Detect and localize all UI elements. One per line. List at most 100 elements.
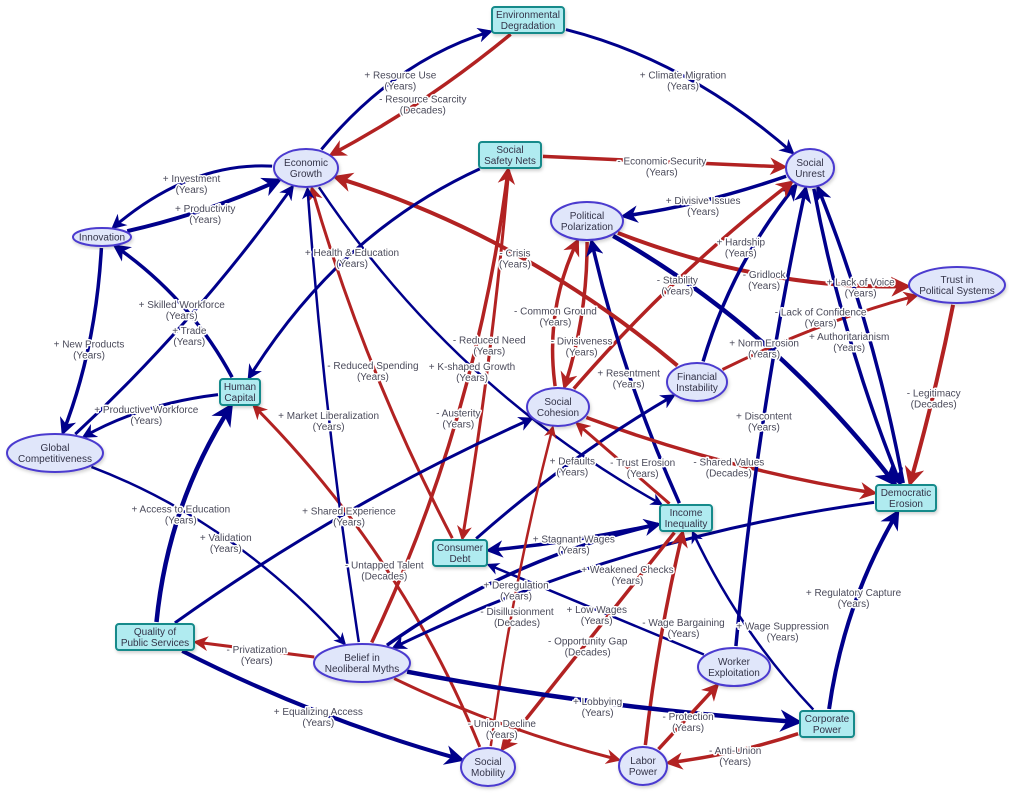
node-label: Neoliberal Myths bbox=[325, 664, 399, 675]
node-label: Human bbox=[224, 382, 256, 393]
edge-deregulation bbox=[385, 518, 662, 647]
edge-wage-bargaining bbox=[643, 529, 688, 746]
edge-label: Protection bbox=[669, 712, 714, 723]
edge-delay: (Years) bbox=[130, 416, 162, 427]
edge-low-wages bbox=[486, 563, 705, 656]
node-innovation[interactable]: Innovation bbox=[72, 227, 132, 247]
edge-label-reduced-spending: - Reduced Spending(Years) bbox=[326, 359, 420, 384]
edge-label-legitimacy: - Legitimacy(Decades) bbox=[905, 387, 962, 412]
edge-label-crisis: - Crisis(Years) bbox=[497, 247, 532, 272]
edge-sign: + bbox=[54, 340, 60, 351]
edge-label: K-shaped Growth bbox=[437, 362, 515, 373]
edge-label-productive-workforce: + Productive Workforce(Years) bbox=[93, 403, 200, 428]
edge-delay: (Years) bbox=[667, 82, 699, 93]
node-label: Political Systems bbox=[919, 286, 995, 297]
edge-label-market-liberalization: + Market Liberalization(Years) bbox=[277, 410, 381, 435]
edge-label-lack-of-confidence: - Lack of Confidence(Years) bbox=[773, 306, 868, 331]
stock-box bbox=[432, 539, 488, 567]
edge-name-line: + Shared Experience bbox=[302, 506, 396, 517]
edge-reduced-need bbox=[457, 169, 511, 541]
edge-privatization bbox=[193, 636, 315, 659]
edge-label: Gridlock bbox=[749, 270, 787, 281]
edge-label: Divisiveness bbox=[557, 336, 613, 347]
edge-label: Reduced Spending bbox=[333, 361, 418, 372]
node-label: Growth bbox=[290, 169, 322, 180]
edge-name-line: - Wage Bargaining bbox=[642, 618, 724, 629]
edge-label: Validation bbox=[209, 533, 252, 544]
edge-sign: + bbox=[200, 533, 206, 544]
edge-sign: + bbox=[597, 369, 603, 380]
edge-name-line: - Lack of Confidence bbox=[775, 308, 867, 319]
variable-ellipse bbox=[526, 387, 590, 427]
edge-sign: - bbox=[709, 746, 712, 757]
nodes-layer: EnvironmentalDegradationEconomicGrowthSo… bbox=[6, 6, 1006, 787]
node-label: Debt bbox=[449, 554, 470, 565]
edge-delay: (Years) bbox=[302, 718, 334, 729]
edge-delay: (Years) bbox=[189, 215, 221, 226]
edge-sign: - bbox=[907, 388, 910, 399]
node-label: Labor bbox=[630, 756, 656, 767]
edge-label: Resource Use bbox=[373, 71, 437, 82]
edge-label-skilled-workforce: + Skilled Workforce(Years) bbox=[137, 298, 227, 323]
edge-name-line: - Reduced Spending bbox=[327, 361, 418, 372]
stock-box bbox=[659, 504, 713, 532]
edge-name-line: + New Products bbox=[54, 340, 125, 351]
edge-label: Weakened Checks bbox=[590, 565, 674, 576]
edge-name-line: - Shared Values bbox=[693, 458, 764, 469]
edge-validation bbox=[90, 465, 347, 646]
edge-label: Stagnant Wages bbox=[541, 535, 615, 546]
node-label: Quality of bbox=[134, 627, 176, 638]
node-label: Political bbox=[570, 211, 604, 222]
edge-delay: (Years) bbox=[176, 185, 208, 196]
edge-delay: (Years) bbox=[357, 372, 389, 383]
edge-label-untapped-talent: - Untapped Talent(Decades) bbox=[343, 559, 425, 584]
edge-sign: - bbox=[610, 458, 613, 469]
variable-ellipse bbox=[460, 747, 516, 787]
edge-delay: (Years) bbox=[166, 311, 198, 322]
node-label: Financial bbox=[677, 372, 717, 383]
edge-sign: - bbox=[327, 361, 330, 372]
edge-name-line: + Regulatory Capture bbox=[806, 588, 902, 599]
edge-label-resentment: + Resentment(Years) bbox=[596, 367, 662, 392]
edge-sign: + bbox=[302, 506, 308, 517]
edge-delay: (Years) bbox=[73, 351, 105, 362]
edge-label: Hardship bbox=[725, 238, 765, 249]
edge-delay: (Years) bbox=[442, 420, 474, 431]
edge-label: Deregulation bbox=[492, 580, 549, 591]
edge-name-line: + K-shaped Growth bbox=[429, 362, 515, 373]
edge-productive-workforce bbox=[81, 393, 219, 438]
edge-union-decline bbox=[393, 677, 622, 764]
edge-divisive-issues bbox=[620, 174, 787, 223]
edge-label: Low Wages bbox=[575, 605, 627, 616]
edge-label: Resentment bbox=[606, 369, 660, 380]
edge-label-austerity: - Austerity(Years) bbox=[435, 407, 482, 432]
edge-label: Divisive Issues bbox=[674, 196, 740, 207]
node-label: Corporate bbox=[805, 714, 850, 725]
edge-name-line: + Wage Suppression bbox=[736, 622, 829, 633]
edge-sign: - bbox=[379, 95, 382, 106]
edge-sign: + bbox=[163, 174, 169, 185]
edge-label: Equalizing Access bbox=[282, 707, 363, 718]
edge-delay: (Years) bbox=[566, 347, 598, 358]
node-label: Cohesion bbox=[537, 408, 579, 419]
edge-label: Access to Education bbox=[140, 504, 231, 515]
